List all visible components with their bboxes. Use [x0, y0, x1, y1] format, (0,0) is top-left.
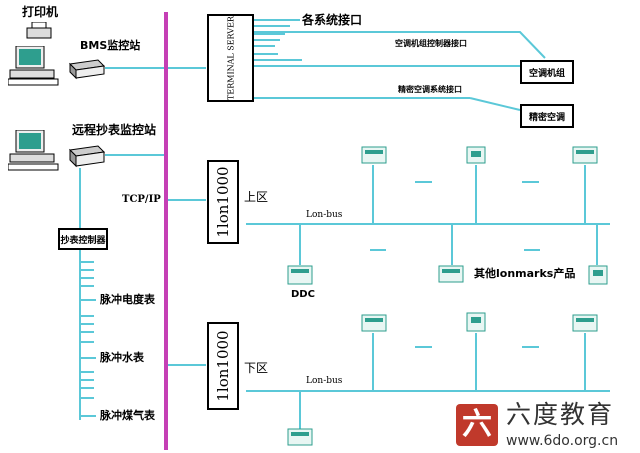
remote-modem-icon	[68, 144, 106, 170]
remote-computer-icon	[8, 130, 68, 172]
ddc-label: DDC	[291, 289, 315, 300]
lower-router-box: 1lon1000	[207, 322, 239, 410]
lower-zone-label: 下区	[244, 361, 269, 375]
device-icon	[572, 314, 598, 332]
meter-label-electric: 脉冲电度表	[100, 293, 155, 306]
ddc-device-icon	[287, 265, 313, 285]
device-icon	[466, 312, 486, 332]
watermark-url: www.6do.org.cn	[506, 433, 619, 449]
device-icon	[361, 146, 387, 164]
bms-computer-icon	[8, 46, 68, 86]
meter-label-gas: 脉冲煤气表	[100, 409, 155, 422]
terminal-server-label: TERMINAL SERVER	[226, 16, 235, 100]
device-icon	[438, 265, 464, 283]
tcpip-label: TCP/IP	[122, 194, 161, 205]
upper-router-label: 1lon1000	[214, 166, 232, 238]
upper-bus-label: Lon-bus	[306, 210, 343, 220]
remote-station-label: 远程抄表监控站	[72, 123, 157, 137]
products-label: 其他lonmarks产品	[474, 267, 576, 280]
upper-zone-label: 上区	[244, 190, 269, 204]
lower-router-label: 1lon1000	[214, 330, 232, 402]
upper-router-box: 1lon1000	[207, 160, 239, 244]
bms-modem-icon	[68, 58, 106, 80]
printer-icon	[26, 22, 52, 40]
interfaces-label: 各系统接口	[302, 13, 363, 27]
ac-interface-label: 空调机组控制器接口	[395, 39, 467, 48]
ac-unit-box: 空调机组	[520, 60, 574, 84]
device-icon	[588, 265, 608, 285]
lower-bus-label: Lon-bus	[306, 376, 343, 386]
precision-interface-label: 精密空调系统接口	[398, 85, 462, 94]
printer-label: 打印机	[22, 5, 59, 19]
watermark-name: 六度教育	[506, 400, 615, 429]
watermark: 六 六度教育 www.6do.org.cn	[456, 400, 640, 453]
terminal-server-box: TERMINAL SERVER	[207, 14, 254, 102]
precision-ac-box: 精密空调	[520, 104, 574, 128]
device-icon	[287, 428, 313, 446]
meter-label-water: 脉冲水表	[100, 351, 144, 364]
device-icon	[572, 146, 598, 164]
bms-station-label: BMS监控站	[80, 39, 141, 52]
meter-controller-box: 抄表控制器	[58, 228, 108, 250]
watermark-logo: 六	[456, 404, 498, 446]
device-icon	[361, 314, 387, 332]
device-icon	[466, 146, 486, 164]
